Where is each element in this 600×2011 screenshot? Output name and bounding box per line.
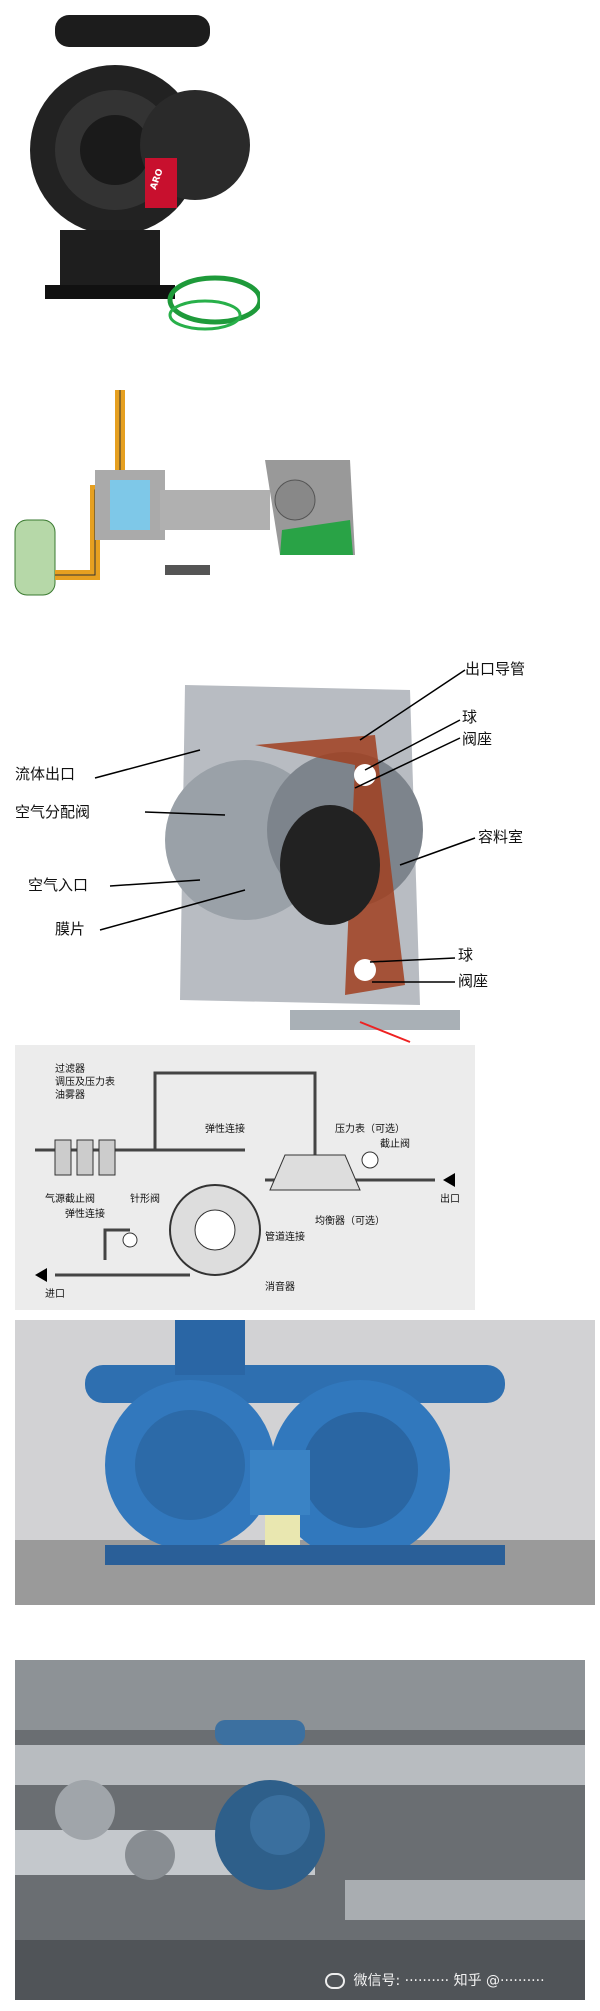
label-air-stop-valve: 气源截止阀 xyxy=(45,1194,95,1205)
label-fluid-outlet: 流体出口 xyxy=(15,765,76,783)
label-seat-bottom: 阀座 xyxy=(458,972,489,990)
blue-pump-photo xyxy=(15,1320,595,1605)
label-needle-valve: 针形阀 xyxy=(130,1194,160,1205)
label-muffler: 消音器 xyxy=(265,1282,295,1293)
label-pipe-stop-valve: 管道连接 xyxy=(265,1232,305,1243)
label-outlet: 出口 xyxy=(440,1194,460,1205)
label-lubricator: 油雾器 xyxy=(55,1090,85,1101)
pump-system-drawing xyxy=(10,380,360,610)
label-chamber: 容料室 xyxy=(478,828,524,846)
watermark: 微信号: ·········· 知乎 @·········· xyxy=(325,1970,545,1990)
label-filter: 过滤器 xyxy=(55,1064,85,1075)
label-air-valve: 空气分配阀 xyxy=(15,803,91,821)
wechat-icon xyxy=(325,1973,345,1989)
label-regulator: 调压及压力表 xyxy=(55,1077,115,1088)
label-ball-bottom: 球 xyxy=(458,946,474,964)
label-equalizer: 均衡器（可选） xyxy=(315,1216,385,1227)
label-diaphragm: 膜片 xyxy=(55,920,86,938)
label-elastic-bottom: 弹性连接 xyxy=(65,1209,105,1220)
black-pump-photo: ARO xyxy=(20,0,260,345)
watermark-text: 微信号: ·········· 知乎 @·········· xyxy=(353,1973,545,1989)
label-pressure-gauge: 压力表（可选） xyxy=(335,1124,405,1135)
pump-cutaway-photo: 出口导管 球 阀座 流体出口 空气分配阀 容料室 空气入口 膜片 球 阀座 xyxy=(0,650,600,1045)
label-inlet: 进口 xyxy=(45,1289,65,1300)
installation-schematic: 过滤器 调压及压力表 油雾器 弹性连接 压力表（可选） 截止阀 针形阀 气源截止… xyxy=(15,1045,475,1310)
installed-pump-photo: 微信号: ·········· 知乎 @·········· xyxy=(15,1660,585,2000)
label-seat-top: 阀座 xyxy=(462,730,493,748)
label-air-inlet: 空气入口 xyxy=(28,876,89,894)
label-outlet-pipe: 出口导管 xyxy=(465,660,526,678)
label-stop-valve-top: 截止阀 xyxy=(380,1139,410,1150)
label-elastic-top: 弹性连接 xyxy=(205,1124,245,1135)
label-ball-top: 球 xyxy=(462,708,478,726)
